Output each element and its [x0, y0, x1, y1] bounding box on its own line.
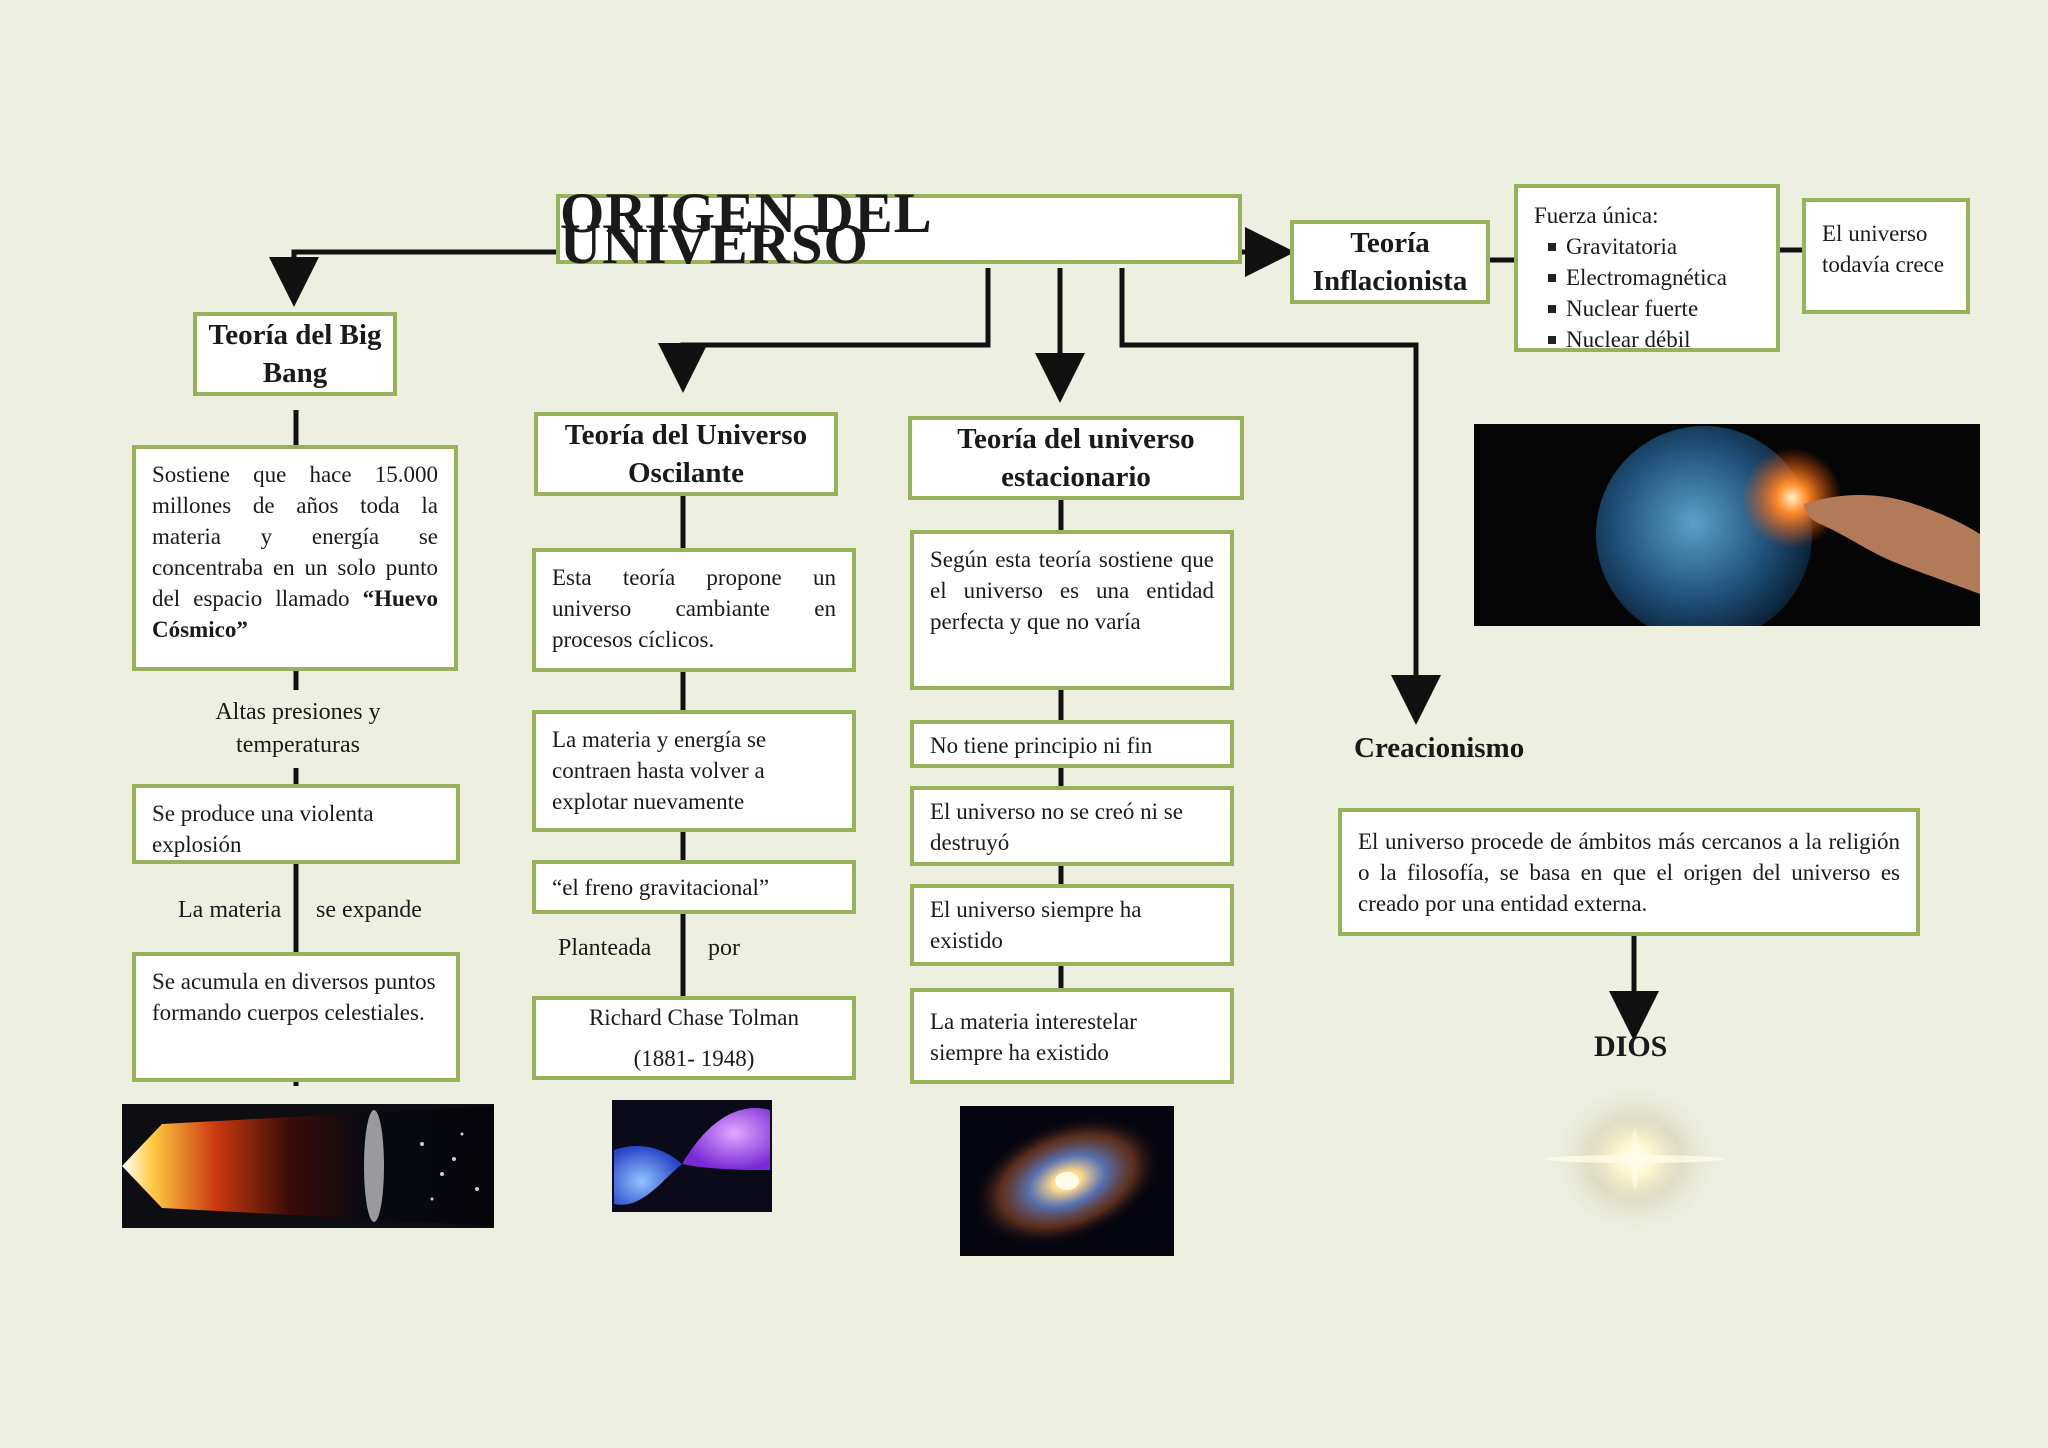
- steady-item-2: El universo no se creó ni se destruyó: [910, 786, 1234, 866]
- label-planteada: Planteada: [558, 935, 652, 961]
- steady-item-3: El universo siempre ha existido: [910, 884, 1234, 966]
- inflation-title: Teoría Inflacionista: [1290, 220, 1490, 304]
- big-bang-title: Teoría del Big Bang: [193, 312, 397, 396]
- force-item: Electromagnética: [1548, 262, 1762, 293]
- arrow-to-big-bang: [269, 249, 556, 307]
- big-bang-desc-text: Sostiene que hace 15.000 millones de año…: [152, 462, 438, 611]
- steady-item-4: La materia interestelar siempre ha exist…: [910, 988, 1234, 1084]
- big-bang-timeline-image: [122, 1104, 494, 1228]
- oscillating-title: Teoría del Universo Oscilante: [534, 412, 838, 496]
- oscillating-brake: “el freno gravitacional”: [532, 860, 856, 914]
- label-expands: se expande: [316, 897, 422, 923]
- arrow-to-creationism: [1119, 268, 1441, 725]
- inflation-growing: El universo todavía crece: [1802, 198, 1970, 314]
- forces-heading: Fuerza única:: [1534, 203, 1659, 228]
- oscillating-contract: La materia y energía se contraen hasta v…: [532, 710, 856, 832]
- steady-title: Teoría del universo estacionario: [908, 416, 1244, 500]
- big-bang-desc-bold: “Huevo Cósmico”: [152, 586, 439, 642]
- forces-list: Gravitatoria Electromagnética Nuclear fu…: [1534, 231, 1762, 355]
- earth-hand-image: [1474, 424, 1980, 626]
- label-pressure: Altas presiones y temperaturas: [215, 699, 381, 758]
- label-por: por: [708, 935, 740, 961]
- arrow-to-oscillating: [658, 268, 991, 393]
- inflation-forces-box: Fuerza única: Gravitatoria Electromagnét…: [1514, 184, 1780, 352]
- big-bang-description: Sostiene que hace 15.000 millones de año…: [132, 445, 458, 671]
- big-bang-explosion: Se produce una violenta explosión: [132, 784, 460, 864]
- main-title: ORIGEN DEL UNIVERSO: [556, 185, 1242, 273]
- creationism-description: El universo procede de ámbitos más cerca…: [1338, 808, 1920, 936]
- big-bang-accumulates: Se acumula en diversos puntos formando c…: [132, 952, 460, 1082]
- label-matter: La materia: [178, 897, 282, 923]
- oscillating-description: Esta teoría propone un universo cambiant…: [532, 548, 856, 672]
- force-item: Nuclear fuerte: [1548, 293, 1762, 324]
- oscillating-years: (1881- 1948): [633, 1046, 755, 1071]
- god-label: DIOS: [1594, 1030, 1668, 1063]
- force-item: Gravitatoria: [1548, 231, 1762, 262]
- force-item: Nuclear débil: [1548, 324, 1762, 355]
- galaxy-image: [960, 1106, 1174, 1256]
- oscillating-author-box: Richard Chase Tolman (1881- 1948): [532, 996, 856, 1080]
- steady-description: Según esta teoría sostiene que el univer…: [910, 530, 1234, 690]
- oscillating-universe-image: [612, 1100, 772, 1212]
- steady-item-1: No tiene principio ni fin: [910, 720, 1234, 768]
- creationism-title: Creacionismo: [1354, 732, 1525, 764]
- divine-light-image: [1543, 1077, 1727, 1241]
- oscillating-author: Richard Chase Tolman: [588, 1005, 800, 1030]
